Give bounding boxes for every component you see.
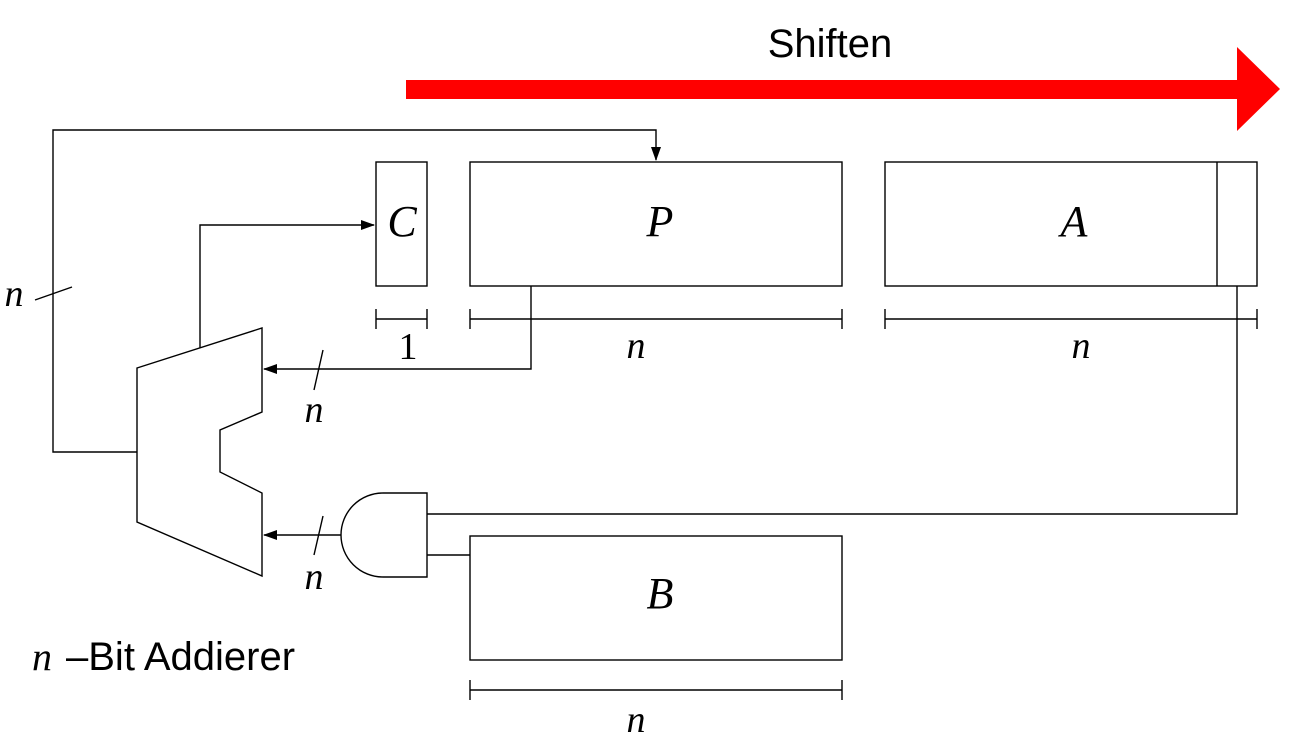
dimension-b: [469, 680, 843, 700]
register-p-label: P: [646, 197, 674, 246]
shift-label: Shiften: [768, 22, 893, 66]
adder-label-text: –Bit Addierer: [66, 635, 295, 679]
register-a-label: A: [1058, 197, 1089, 246]
p-bus-label: n: [305, 389, 324, 431]
register-c: [375, 161, 428, 287]
and-bus-label: n: [305, 556, 324, 598]
dimension-b-label: n: [627, 699, 646, 741]
dimension-p: [469, 309, 843, 329]
dimension-c: [375, 309, 428, 329]
dimension-a-label: n: [1072, 325, 1091, 367]
p-bus-slash: [313, 349, 324, 391]
p-to-adder-wire: [263, 286, 532, 374]
a-lsb-to-and-wire: [427, 286, 1238, 515]
shift-arrow: [406, 47, 1280, 131]
dimension-c-label: 1: [399, 326, 418, 368]
feedback-wire: [52, 129, 661, 453]
feedback-bus-label: n: [5, 273, 24, 315]
register-p: [469, 161, 843, 287]
carry-wire: [199, 220, 375, 348]
and-gate: [340, 492, 428, 578]
adder-label-n: n: [32, 634, 52, 679]
dimension-p-label: n: [627, 325, 646, 367]
register-b: [469, 535, 843, 661]
adder-label: n –Bit Addierer: [32, 634, 295, 679]
and-bus-slash: [313, 515, 324, 556]
register-a: [884, 161, 1258, 287]
register-b-label: B: [647, 569, 674, 618]
adder-block: [136, 327, 263, 578]
register-c-label: C: [387, 197, 417, 246]
dimension-a: [884, 309, 1258, 329]
feedback-bus-slash: [34, 286, 73, 301]
